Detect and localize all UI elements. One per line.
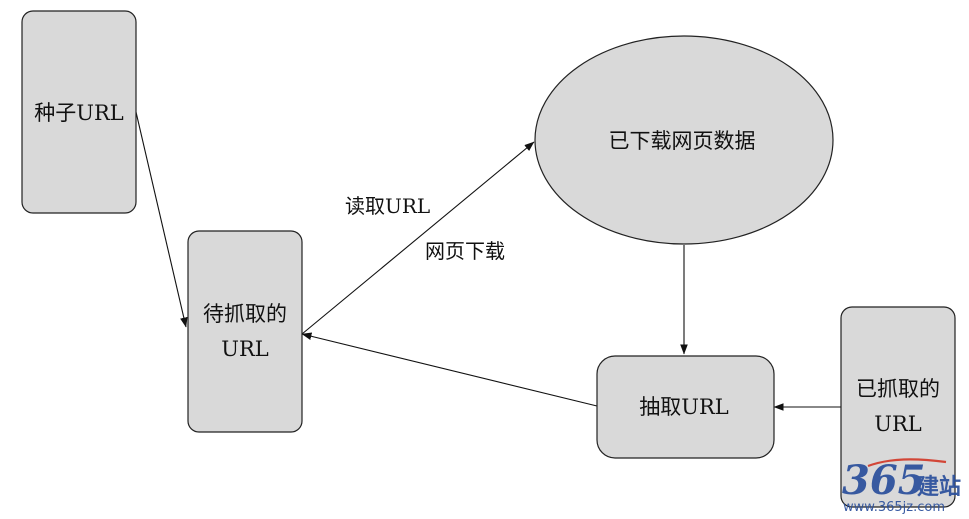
node-downloaded-pages-label: 已下载网页数据 bbox=[609, 129, 756, 153]
edge-label-read-url: 读取URL bbox=[345, 194, 430, 218]
watermark-number: 365 bbox=[842, 457, 926, 504]
node-seed-url: 种子URL bbox=[21, 10, 137, 214]
edge-extract-to-pending bbox=[301, 332, 598, 407]
edge-label-page-download: 网页下载 bbox=[425, 239, 505, 263]
node-downloaded-pages: 已下载网页数据 bbox=[534, 35, 834, 245]
node-extract-url: 抽取URL bbox=[596, 355, 775, 459]
site-watermark: 365 建站 www.365jz.com bbox=[842, 457, 961, 515]
node-crawled-url: 已抓取的 URL bbox=[840, 306, 956, 508]
watermark-swoosh bbox=[867, 458, 947, 468]
watermark-url: www.365jz.com bbox=[843, 500, 945, 515]
edge-pending-to-downloaded bbox=[301, 141, 535, 335]
node-seed-url-label: 种子URL bbox=[34, 101, 124, 125]
node-pending-url-label-line2: URL bbox=[221, 337, 269, 361]
edge-seed-to-pending bbox=[135, 111, 188, 328]
node-crawled-url-label-line2: URL bbox=[874, 412, 922, 436]
node-pending-url-label-line1: 待抓取的 bbox=[203, 302, 287, 326]
node-extract-url-label: 抽取URL bbox=[639, 395, 729, 419]
node-pending-url: 待抓取的 URL bbox=[187, 230, 303, 433]
watermark-brand: 建站 bbox=[917, 475, 961, 500]
node-crawled-url-label-line1: 已抓取的 bbox=[856, 377, 940, 401]
